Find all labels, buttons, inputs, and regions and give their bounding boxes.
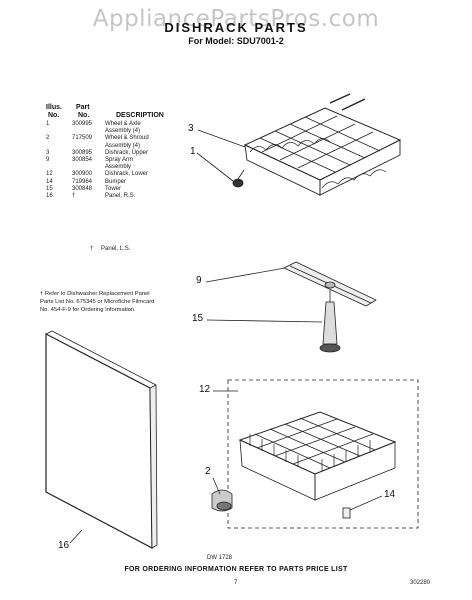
part-number-cell: 300900 xyxy=(72,171,93,178)
panel-illustration xyxy=(45,330,158,550)
panel-ls-text: Panel, L.S. xyxy=(101,246,131,252)
callout-15: 15 xyxy=(192,313,204,324)
description-cell: Wheel & Shroud xyxy=(105,135,149,142)
callout-2: 2 xyxy=(205,466,211,477)
col-illus-line2: No. xyxy=(48,112,60,119)
bumper-illustration xyxy=(342,507,351,519)
description-cell: Dishrack, Lower xyxy=(105,171,149,178)
part-number-cell: 300854 xyxy=(72,156,93,163)
callout-14: 14 xyxy=(384,489,396,500)
table-row: 14 719964 Bumper xyxy=(46,179,216,186)
callout-3: 3 xyxy=(188,123,194,134)
wheel-axle-illustration xyxy=(232,169,245,188)
col-description: DESCRIPTION xyxy=(116,112,164,119)
illus-cell: 16 xyxy=(46,192,53,199)
watermark-text: AppliancePartsPros.com xyxy=(92,6,380,32)
model-subtitle: For Model: SDU7001-2 xyxy=(188,36,284,46)
table-row: Assembly (4) xyxy=(46,143,216,150)
description-cell: Wheel & Axle xyxy=(105,121,141,127)
lower-dishrack-illustration xyxy=(227,379,419,529)
illus-cell: 1 xyxy=(46,121,50,127)
callout-12: 12 xyxy=(199,384,211,395)
table-row: 12 300900 Dishrack, Lower xyxy=(46,171,216,178)
upper-dishrack-illustration xyxy=(243,93,402,196)
part-number-cell: 300895 xyxy=(72,149,93,156)
page-number: 7 xyxy=(234,580,238,586)
description-cell: Assembly (4) xyxy=(105,128,141,135)
table-row: 2 717509 Wheel & Shroud xyxy=(46,135,216,142)
table-row: 3 300895 Dishrack, Upper xyxy=(46,150,216,157)
table-row: Assembly (4) xyxy=(46,128,216,135)
diagram-code: DW 1728 xyxy=(207,555,233,561)
part-number-cell: 300848 xyxy=(72,185,93,192)
footnote: † Refer to Dishwasher Replacement Panel … xyxy=(40,290,180,314)
illus-cell: 14 xyxy=(46,178,53,185)
callout-16: 16 xyxy=(58,540,70,551)
illus-cell: 2 xyxy=(46,135,50,142)
description-cell: Assembly xyxy=(105,164,132,171)
ordering-note: FOR ORDERING INFORMATION REFER TO PARTS … xyxy=(124,566,348,573)
footnote-line-3: No. 454-F-9 for Ordering Information. xyxy=(40,307,136,313)
table-row: Assembly xyxy=(46,164,216,171)
spray-arm-illustration xyxy=(283,261,377,307)
col-part-line1: Part xyxy=(76,104,90,111)
description-cell: Tower xyxy=(105,185,122,192)
table-row: 16 † Panel, R.S. xyxy=(46,193,216,200)
table-row: 1 300995 Wheel & Axle xyxy=(46,121,216,128)
wheel-shroud-illustration xyxy=(211,489,233,512)
description-cell: Dishrack, Upper xyxy=(105,149,149,156)
illus-cell: 3 xyxy=(46,149,50,156)
part-number-cell: 717509 xyxy=(72,135,93,142)
illus-cell: 15 xyxy=(46,185,53,192)
panel-ls-row: † Panel, L.S. xyxy=(90,246,130,252)
description-cell: Panel, R.S. xyxy=(105,192,136,199)
table-row: 15 300848 Tower xyxy=(46,186,216,193)
callout-9: 9 xyxy=(196,275,202,286)
tower-illustration xyxy=(319,290,341,353)
callout-1: 1 xyxy=(190,146,196,157)
footnote-line-1: † Refer to Dishwasher Replacement Panel xyxy=(40,291,150,297)
illus-cell: 9 xyxy=(46,156,50,163)
part-number-cell: 719964 xyxy=(72,178,93,185)
col-part-line2: No. xyxy=(78,112,90,119)
footnote-line-2: Parts List No. 675345 or Microfiche Film… xyxy=(40,299,155,305)
description-cell: Bumper xyxy=(105,178,127,185)
page-title: DISHRACK PARTS xyxy=(164,20,308,35)
panel-ls-marker: † xyxy=(90,246,94,252)
document-code: 302280 xyxy=(410,580,431,586)
part-number-cell: 300995 xyxy=(72,121,93,127)
part-number-cell: † xyxy=(72,192,76,199)
description-cell: Spray Arm xyxy=(105,156,134,163)
description-cell: Assembly (4) xyxy=(105,142,141,149)
table-row: 9 300854 Spray Arm xyxy=(46,157,216,164)
col-illus-line1: Illus. xyxy=(46,104,62,111)
illus-cell: 12 xyxy=(46,171,53,178)
